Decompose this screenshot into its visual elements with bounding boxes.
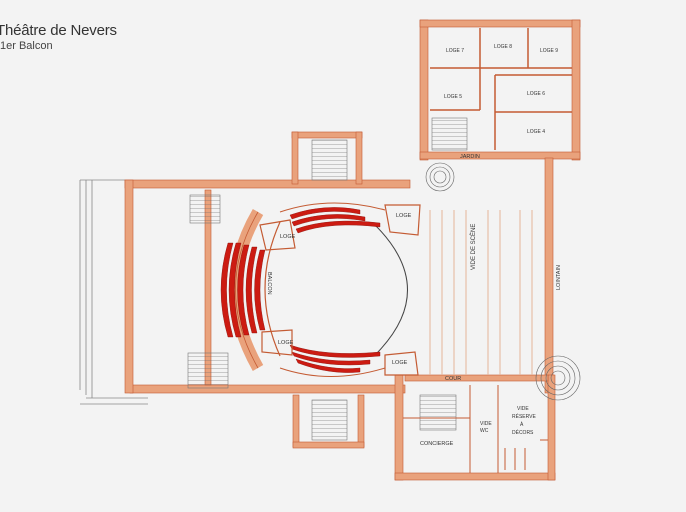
- loge-8-label: LOGE 8: [494, 44, 512, 50]
- balcon-label: BALCON: [266, 272, 272, 295]
- side-loges: [259, 204, 421, 376]
- balcony-seats: [220, 207, 381, 373]
- page-subtitle: 1er Balcon: [0, 40, 53, 52]
- loge-label-lower-left: LOGE: [278, 340, 294, 346]
- reserve-labels: VIDE RÉSERVE À DÉCORS VIDE WC: [480, 406, 536, 436]
- small-room-label-2: WC: [480, 428, 489, 434]
- decors-label: DÉCORS: [512, 429, 534, 436]
- loge-5-label: LOGE 5: [444, 94, 462, 100]
- concierge-label: CONCIERGE: [420, 441, 454, 447]
- spiral-stair: [425, 162, 581, 401]
- facade-lines: [79, 179, 148, 405]
- decor-lines: [504, 448, 526, 470]
- loge-small-labels: LOGE LOGE LOGE LOGE BALCON: [266, 213, 412, 366]
- stage: [429, 210, 533, 375]
- side-labels: JARDIN COUR LOINTAIN CONCIERGE: [420, 154, 562, 447]
- stairs: [187, 117, 468, 441]
- loge-6-label: LOGE 6: [527, 91, 545, 97]
- loges-block: [430, 28, 572, 150]
- page-title: Théâtre de Nevers: [0, 22, 117, 39]
- loge-label-upper-left: LOGE: [280, 234, 296, 240]
- walls: [124, 19, 581, 481]
- loge-label-lower-right: LOGE: [392, 360, 408, 366]
- loge-9-label: LOGE 9: [540, 48, 558, 54]
- a-label: À: [520, 421, 524, 428]
- jardin-label: JARDIN: [460, 154, 480, 160]
- balcony-structure: [229, 202, 408, 377]
- stage-label: VIDE DE SCÈNE: [470, 224, 477, 270]
- loge-4-label: LOGE 4: [527, 129, 545, 135]
- reserve-label: RÉSERVE: [512, 413, 536, 420]
- cour-label: COUR: [445, 376, 461, 382]
- vide-label: VIDE: [517, 406, 529, 412]
- loge-labels: LOGE 7 LOGE 8 LOGE 9 LOGE 5 LOGE 6 LOGE …: [444, 44, 558, 135]
- small-room-label-1: VIDE: [480, 421, 492, 427]
- bottom-right-rooms: [403, 385, 548, 473]
- loge-label-upper-right: LOGE: [396, 213, 412, 219]
- loge-7-label: LOGE 7: [446, 48, 464, 54]
- lointain-label: LOINTAIN: [556, 265, 562, 290]
